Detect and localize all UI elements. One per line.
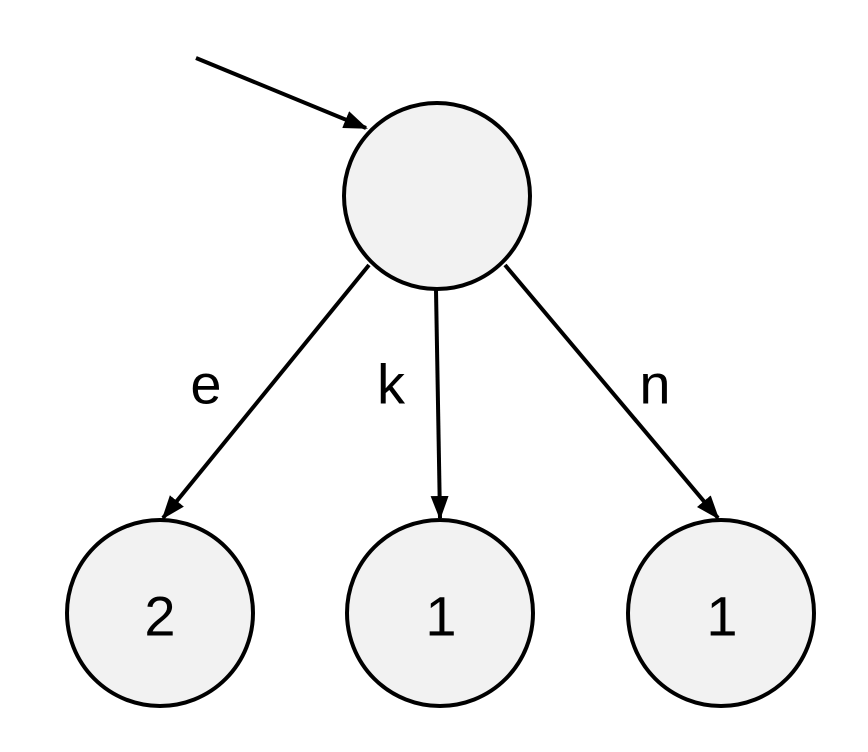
child-node-n-label: 1 <box>706 585 737 648</box>
edge-k-label: k <box>377 353 406 416</box>
child-node-n-circle <box>626 518 816 708</box>
child-node-k-label: 1 <box>425 585 456 648</box>
edge-n-arrow <box>503 263 720 520</box>
child-node-e-circle <box>65 518 255 708</box>
edge-e-label: e <box>190 353 221 416</box>
edge-n-label: n <box>639 353 670 416</box>
child-node-e: 2 <box>65 518 255 708</box>
child-node-n: 1 <box>626 518 816 708</box>
child-node-e-label: 2 <box>144 585 175 648</box>
start-arrow <box>195 56 368 130</box>
root-node-circle <box>342 101 532 291</box>
edge-e-arrow <box>161 263 371 520</box>
child-node-k: 1 <box>345 518 535 708</box>
root-node <box>342 101 532 291</box>
child-node-k-circle <box>345 518 535 708</box>
edge-k-arrow <box>430 289 449 520</box>
